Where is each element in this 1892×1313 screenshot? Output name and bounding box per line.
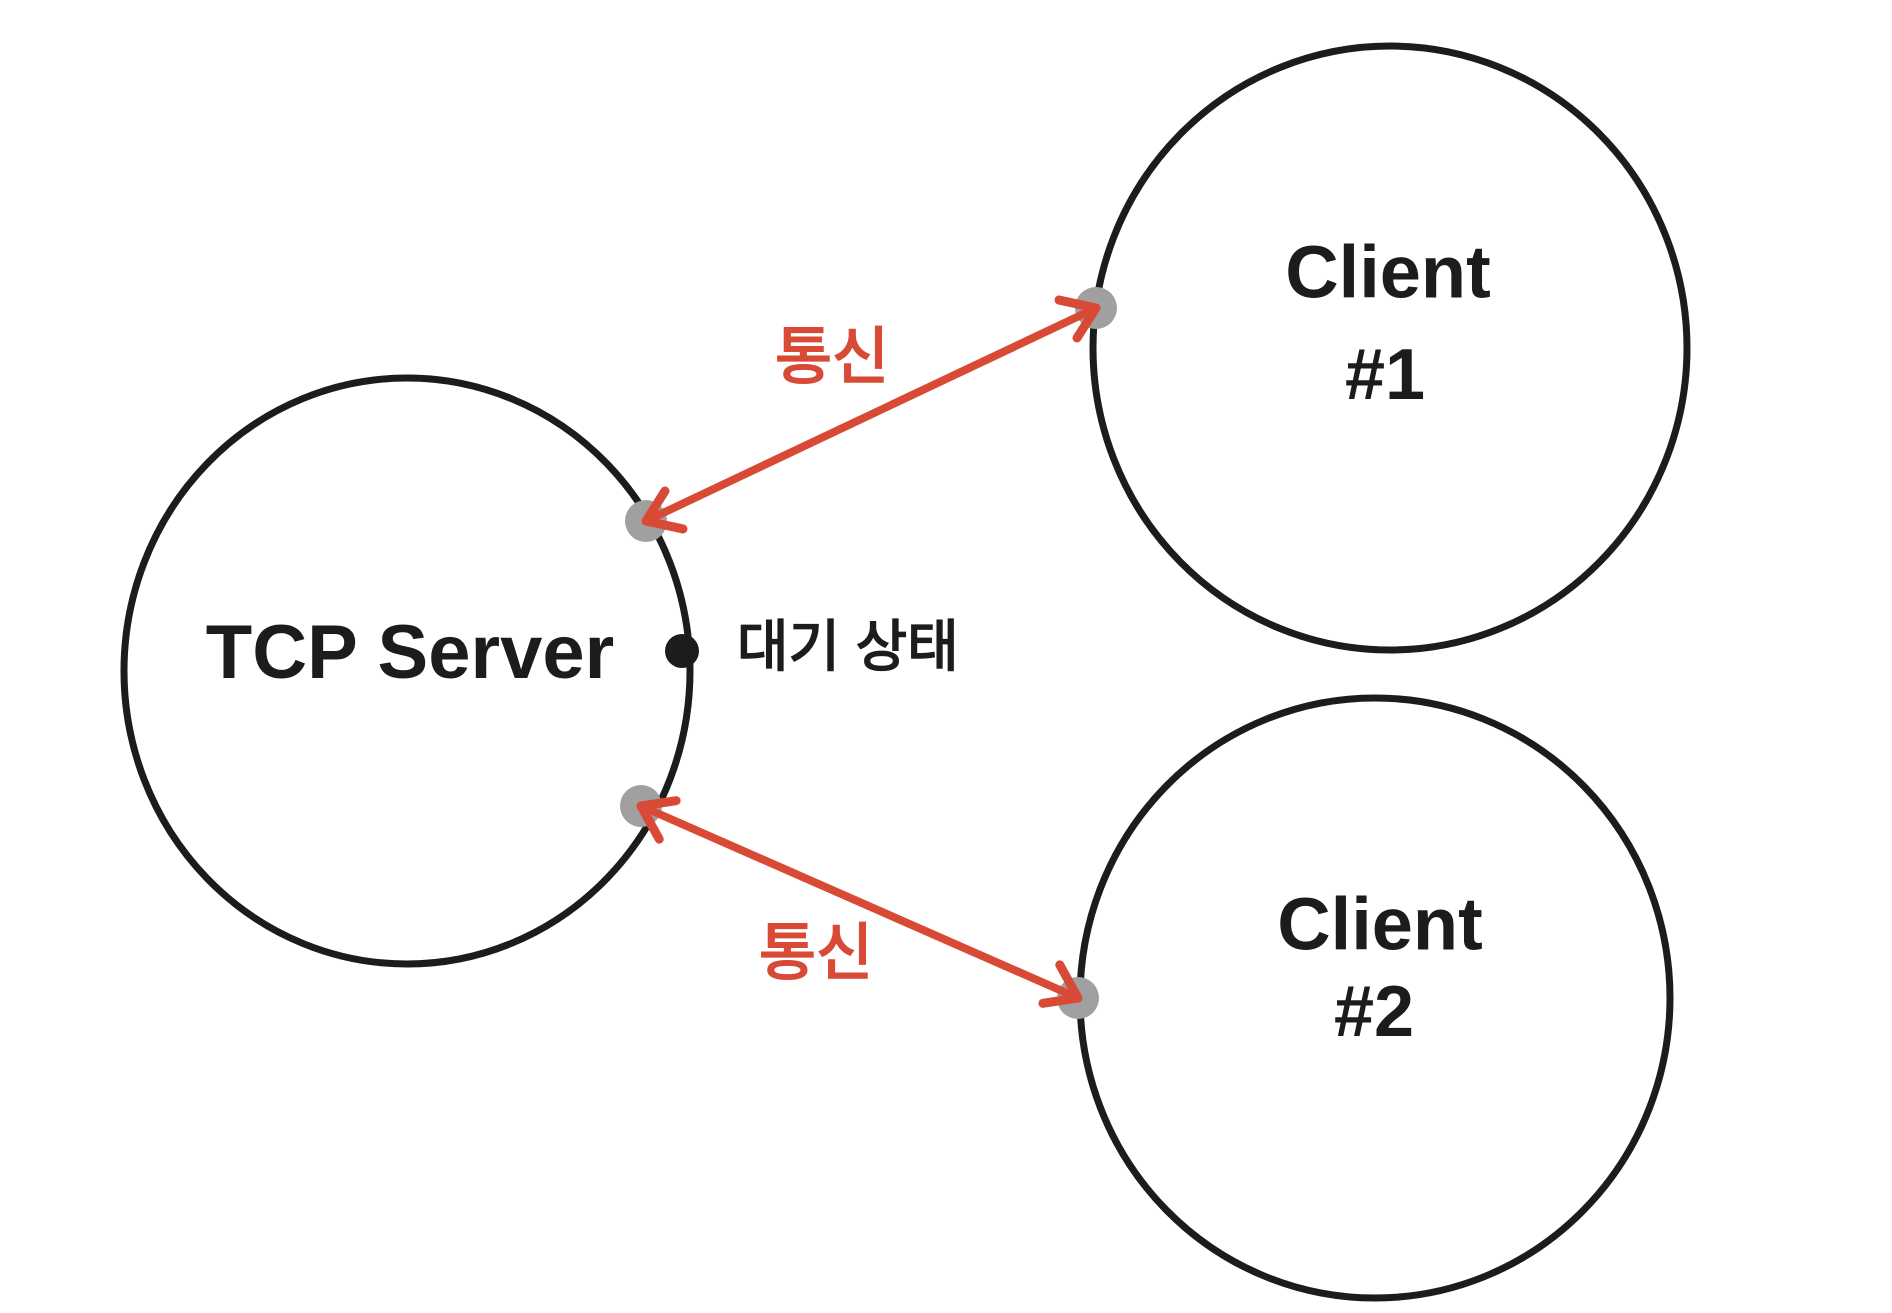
tcp-server-label: TCP Server [206,610,614,695]
link-label-client2: 통신 [759,919,873,988]
client1-number: #1 [1345,335,1425,415]
link-arrow-client1 [641,295,1101,534]
waiting-state-dot [665,634,699,668]
client2-number: #2 [1334,972,1414,1052]
tcp-server-circle [120,374,694,968]
link-arrow-client2 [636,796,1083,1008]
client1-label: Client [1285,231,1491,314]
client2-label: Client [1277,883,1483,966]
waiting-state-label: 대기 상태 [737,615,959,678]
link-label-client1: 통신 [775,323,889,392]
